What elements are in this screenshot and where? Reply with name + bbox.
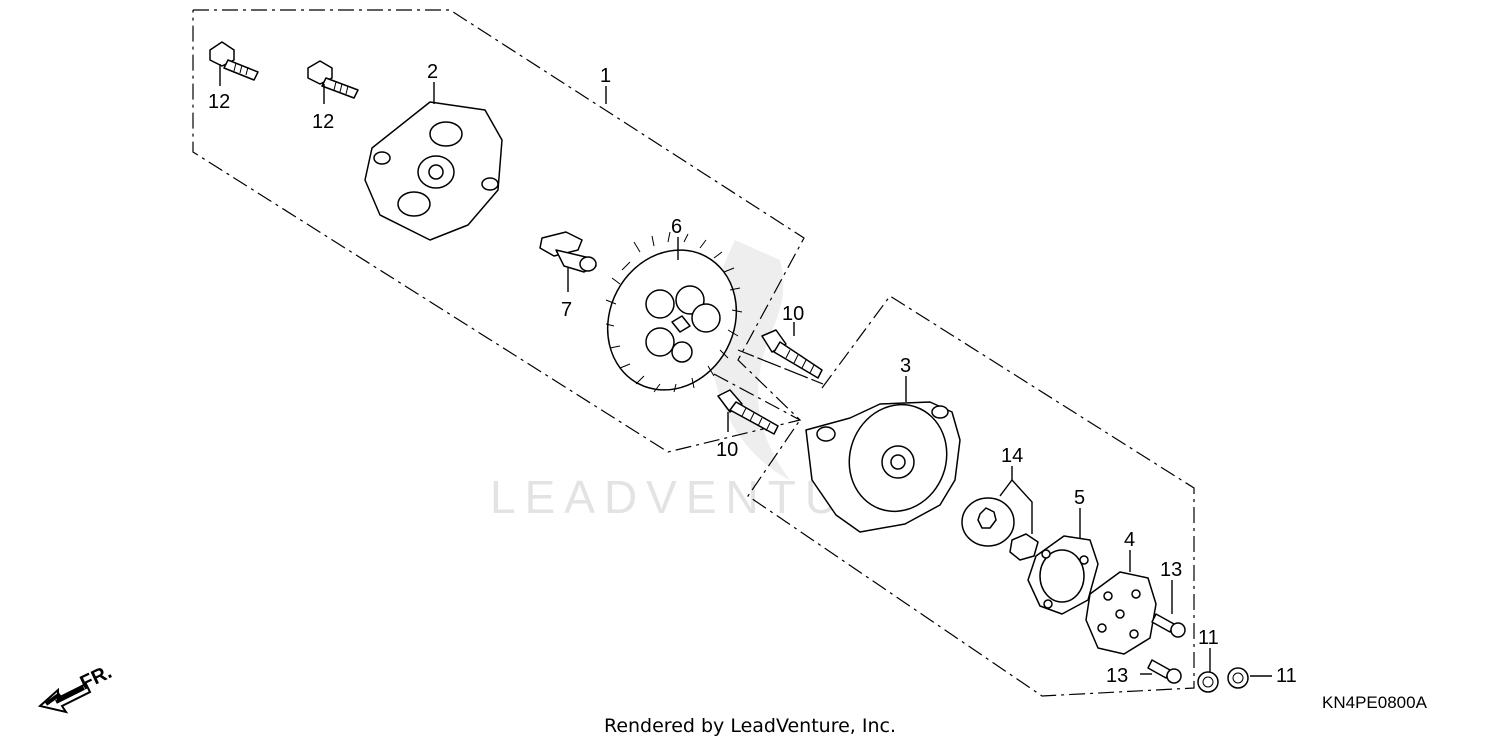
screw-13a <box>1151 613 1186 638</box>
plate-5 <box>1027 535 1099 615</box>
callout-7: 7 <box>561 299 572 321</box>
leader-lines <box>219 64 1272 677</box>
callout-5: 5 <box>1074 487 1085 509</box>
callout-12: 12 <box>208 91 230 113</box>
assembly-1-outline <box>192 9 805 453</box>
diagram-code: KN4PE0800A <box>1322 693 1428 712</box>
bolt-10a <box>761 329 823 379</box>
assembly-1-notch <box>737 349 824 385</box>
footer: Rendered by LeadVenture, Inc. <box>0 715 1500 737</box>
bolt-12b <box>307 60 359 99</box>
front-direction-arrow-icon: FR. <box>37 661 115 714</box>
o-ring-11b <box>1227 667 1249 689</box>
pump-cover-2 <box>364 101 503 241</box>
driven-gear-6 <box>605 231 743 393</box>
callout-6: 6 <box>671 216 682 238</box>
callout-11: 11 <box>1276 665 1297 687</box>
callout-13: 13 <box>1160 559 1182 581</box>
callout-13: 13 <box>1106 665 1128 687</box>
bolt-12a <box>209 41 259 81</box>
callout-14: 14 <box>1001 445 1023 467</box>
o-ring-11a <box>1197 671 1219 693</box>
assembly-3-notch <box>713 373 801 421</box>
callout-1: 1 <box>600 65 611 87</box>
dowel-pin-7 <box>539 231 597 273</box>
callout-11: 11 <box>1198 627 1219 649</box>
pump-body-3 <box>805 401 961 533</box>
footer-text: Rendered by LeadVenture, Inc. <box>603 715 897 737</box>
screw-13b <box>1147 659 1182 684</box>
rotor-14 <box>961 497 1039 561</box>
callout-3: 3 <box>900 355 911 377</box>
callout-10: 10 <box>782 303 804 325</box>
callout-2: 2 <box>427 61 438 83</box>
callouts: 12 12 2 1 6 7 10 10 3 14 5 4 13 13 11 11 <box>208 61 1297 687</box>
callout-4: 4 <box>1124 529 1135 551</box>
callout-10: 10 <box>716 439 738 461</box>
assembly-3-outline <box>747 295 1195 697</box>
bolt-10b <box>717 389 779 435</box>
callout-12: 12 <box>312 111 334 133</box>
cover-4 <box>1085 571 1157 655</box>
